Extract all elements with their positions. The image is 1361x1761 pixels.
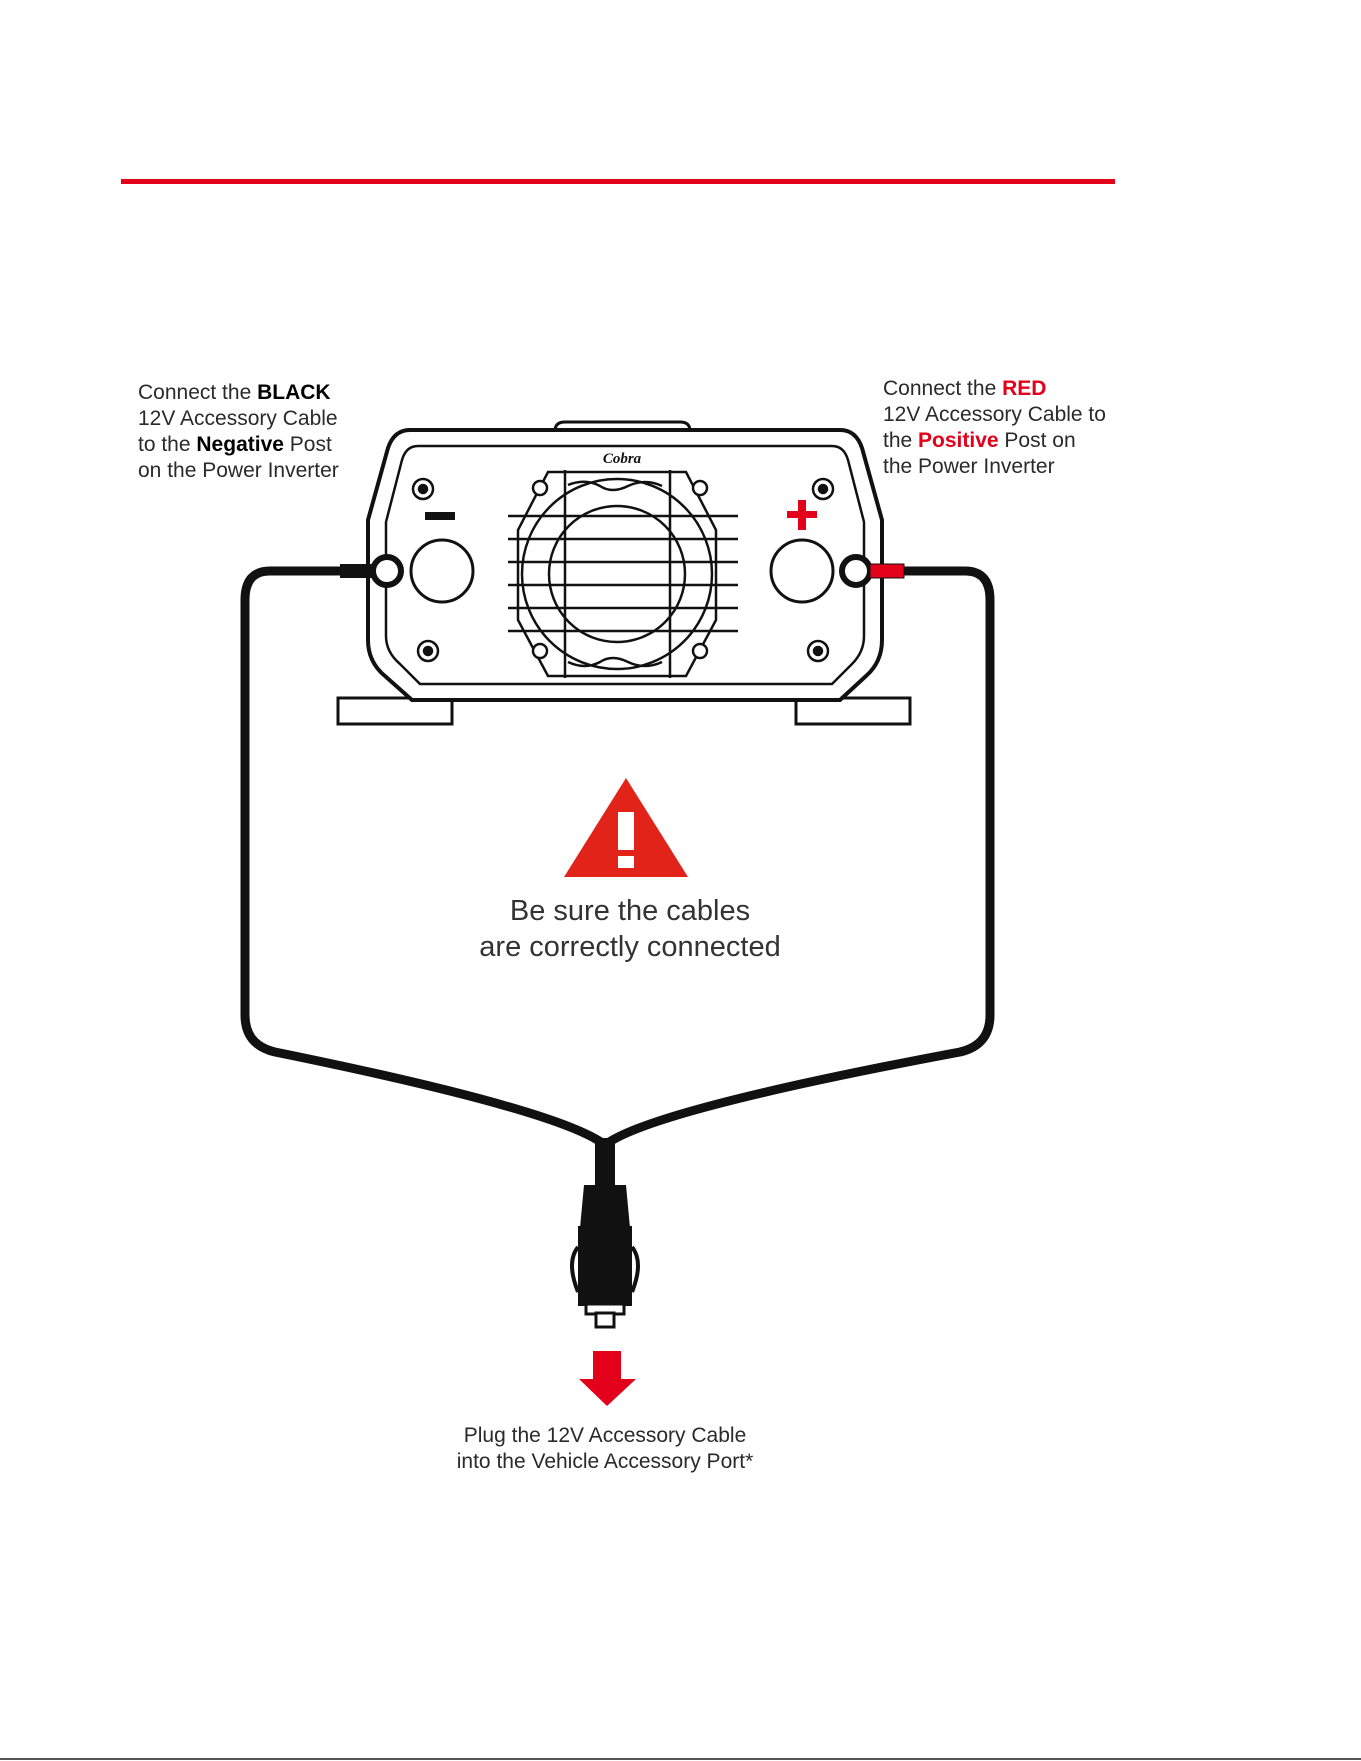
warning-triangle-icon	[564, 778, 688, 877]
down-arrow-icon	[579, 1351, 636, 1406]
cobra-logo: Cobra	[603, 451, 642, 467]
warning-message: Be sure the cables are correctly connect…	[430, 893, 830, 965]
negative-terminal	[411, 540, 473, 602]
page-bottom-edge	[0, 1758, 1361, 1760]
positive-terminal	[771, 540, 833, 602]
inverter-illustration: Cobra	[338, 422, 910, 724]
cigarette-plug-icon	[572, 1138, 638, 1327]
plug-caption: Plug the 12V Accessory Cable into the Ve…	[420, 1423, 790, 1475]
negative-symbol-icon	[425, 512, 455, 520]
